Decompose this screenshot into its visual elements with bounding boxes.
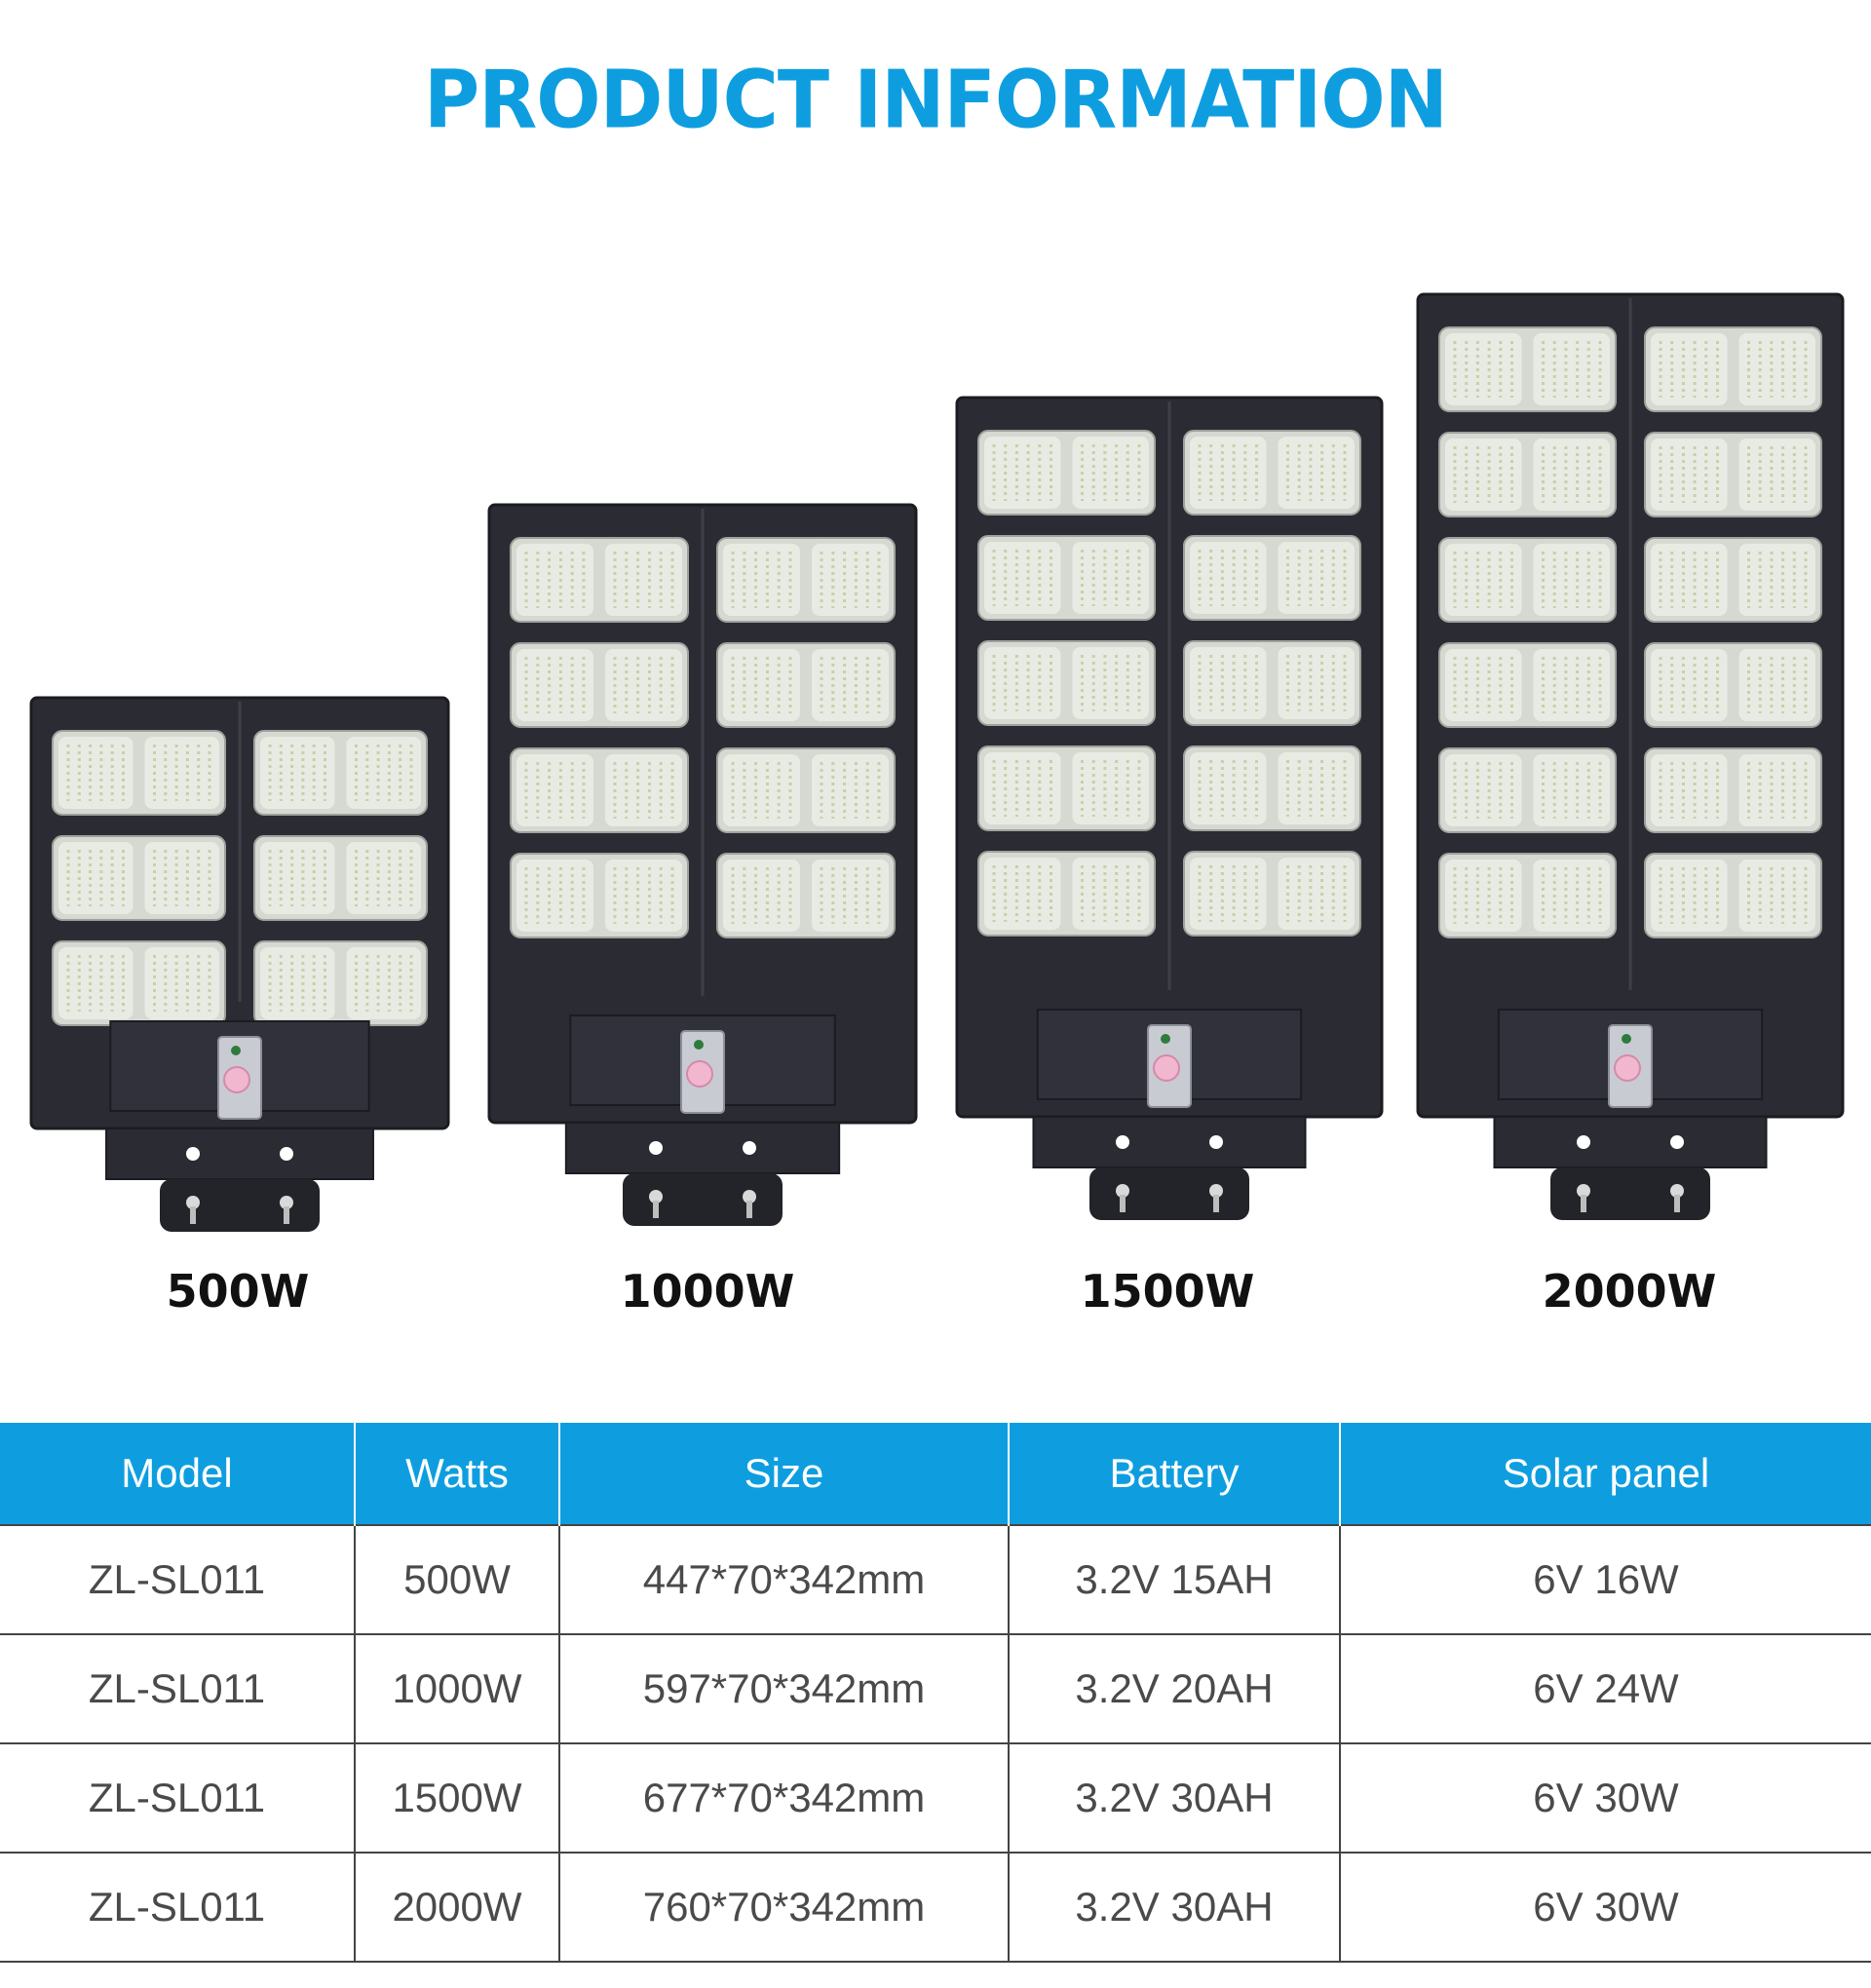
cell-battery: 3.2V 30AH xyxy=(1008,1852,1340,1963)
product-image-2000w xyxy=(1416,292,1845,1220)
cell-battery: 3.2V 15AH xyxy=(1008,1524,1340,1635)
header-watts: Watts xyxy=(354,1423,559,1525)
header-battery: Battery xyxy=(1008,1423,1340,1525)
product-image-1000w xyxy=(487,503,918,1226)
cell-solar-panel: 6V 30W xyxy=(1339,1852,1871,1963)
street-light-1500w-image xyxy=(955,396,1384,1220)
spec-table: Model Watts Size Battery Solar panel ZL-… xyxy=(0,1423,1871,1963)
street-light-500w-image xyxy=(29,696,450,1232)
cell-solar-panel: 6V 24W xyxy=(1339,1633,1871,1744)
cell-watts: 1000W xyxy=(354,1633,559,1744)
product-caption-1500w: 1500W xyxy=(1080,1265,1255,1318)
cell-model: ZL-SL011 xyxy=(0,1742,355,1854)
cell-battery: 3.2V 30AH xyxy=(1008,1742,1340,1854)
header-solar-panel: Solar panel xyxy=(1339,1423,1871,1525)
cell-size: 597*70*342mm xyxy=(558,1633,1009,1744)
table-row: ZL-SL011 2000W 760*70*342mm 3.2V 30AH 6V… xyxy=(0,1852,1871,1963)
cell-size: 677*70*342mm xyxy=(558,1742,1009,1854)
product-caption-1000w: 1000W xyxy=(620,1265,795,1318)
cell-model: ZL-SL011 xyxy=(0,1524,355,1635)
cell-solar-panel: 6V 30W xyxy=(1339,1742,1871,1854)
cell-battery: 3.2V 20AH xyxy=(1008,1633,1340,1744)
cell-model: ZL-SL011 xyxy=(0,1633,355,1744)
street-light-1000w-image xyxy=(487,503,918,1226)
cell-watts: 500W xyxy=(354,1524,559,1635)
header-model: Model xyxy=(0,1423,355,1525)
table-row: ZL-SL011 500W 447*70*342mm 3.2V 15AH 6V … xyxy=(0,1524,1871,1635)
cell-solar-panel: 6V 16W xyxy=(1339,1524,1871,1635)
product-image-500w xyxy=(29,696,450,1232)
header-size: Size xyxy=(558,1423,1009,1525)
product-caption-2000w: 2000W xyxy=(1542,1265,1717,1318)
table-row: ZL-SL011 1000W 597*70*342mm 3.2V 20AH 6V… xyxy=(0,1633,1871,1744)
page-title: PRODUCT INFORMATION xyxy=(424,54,1448,147)
product-image-1500w xyxy=(955,396,1384,1220)
product-caption-500w: 500W xyxy=(166,1265,310,1318)
cell-size: 447*70*342mm xyxy=(558,1524,1009,1635)
cell-size: 760*70*342mm xyxy=(558,1852,1009,1963)
cell-watts: 1500W xyxy=(354,1742,559,1854)
street-light-2000w-image xyxy=(1416,292,1845,1220)
table-row: ZL-SL011 1500W 677*70*342mm 3.2V 30AH 6V… xyxy=(0,1742,1871,1854)
cell-model: ZL-SL011 xyxy=(0,1852,355,1963)
spec-table-header-row: Model Watts Size Battery Solar panel xyxy=(0,1423,1871,1525)
cell-watts: 2000W xyxy=(354,1852,559,1963)
